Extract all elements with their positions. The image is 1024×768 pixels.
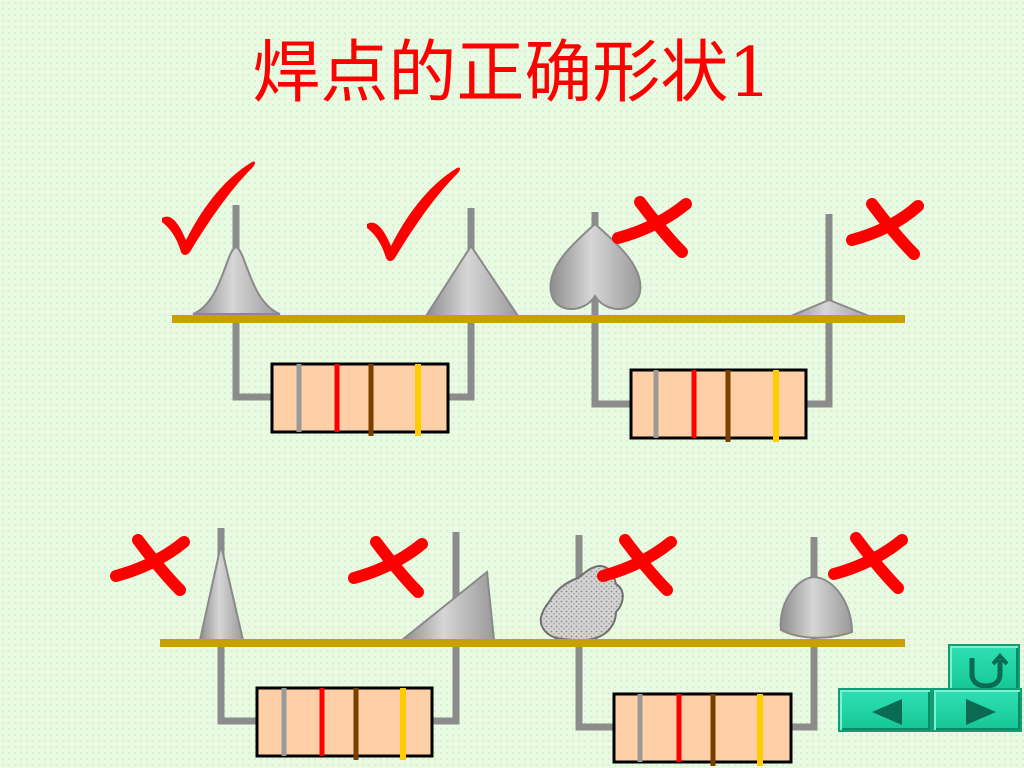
solder-joint-rough [539,564,624,642]
solder-joint-cone [424,244,520,317]
cross-mark-icon [348,536,428,598]
lead-wire [806,214,833,408]
cross-mark-icon [828,532,908,594]
resistor [629,368,808,442]
solder-joint-ball [779,575,854,639]
previous-button[interactable] [838,688,932,732]
cross-mark-icon [597,534,677,596]
solder-joint-heart [549,222,642,310]
pcb-board [172,315,905,323]
return-button[interactable] [948,644,1020,692]
triangle-right-icon [966,699,996,725]
check-mark-icon [367,167,460,261]
next-button[interactable] [932,688,1022,732]
solder-joint-bell [192,245,281,315]
circuit-board-bottom [160,528,905,766]
resistor [270,362,450,436]
pcb-board [160,639,905,647]
resistor [255,686,434,760]
u-turn-icon [969,652,1009,689]
cross-mark-icon [612,196,692,258]
lead-wire [432,532,460,725]
check-mark-icon [162,161,255,255]
resistor [612,692,793,766]
slide-title: 焊点的正确形状1 [252,34,772,113]
solder-joint-spike [198,544,245,641]
cross-mark-icon [110,534,190,596]
cross-mark-icon [846,198,924,260]
triangle-left-icon [872,699,902,725]
circuit-board-top [172,205,905,442]
